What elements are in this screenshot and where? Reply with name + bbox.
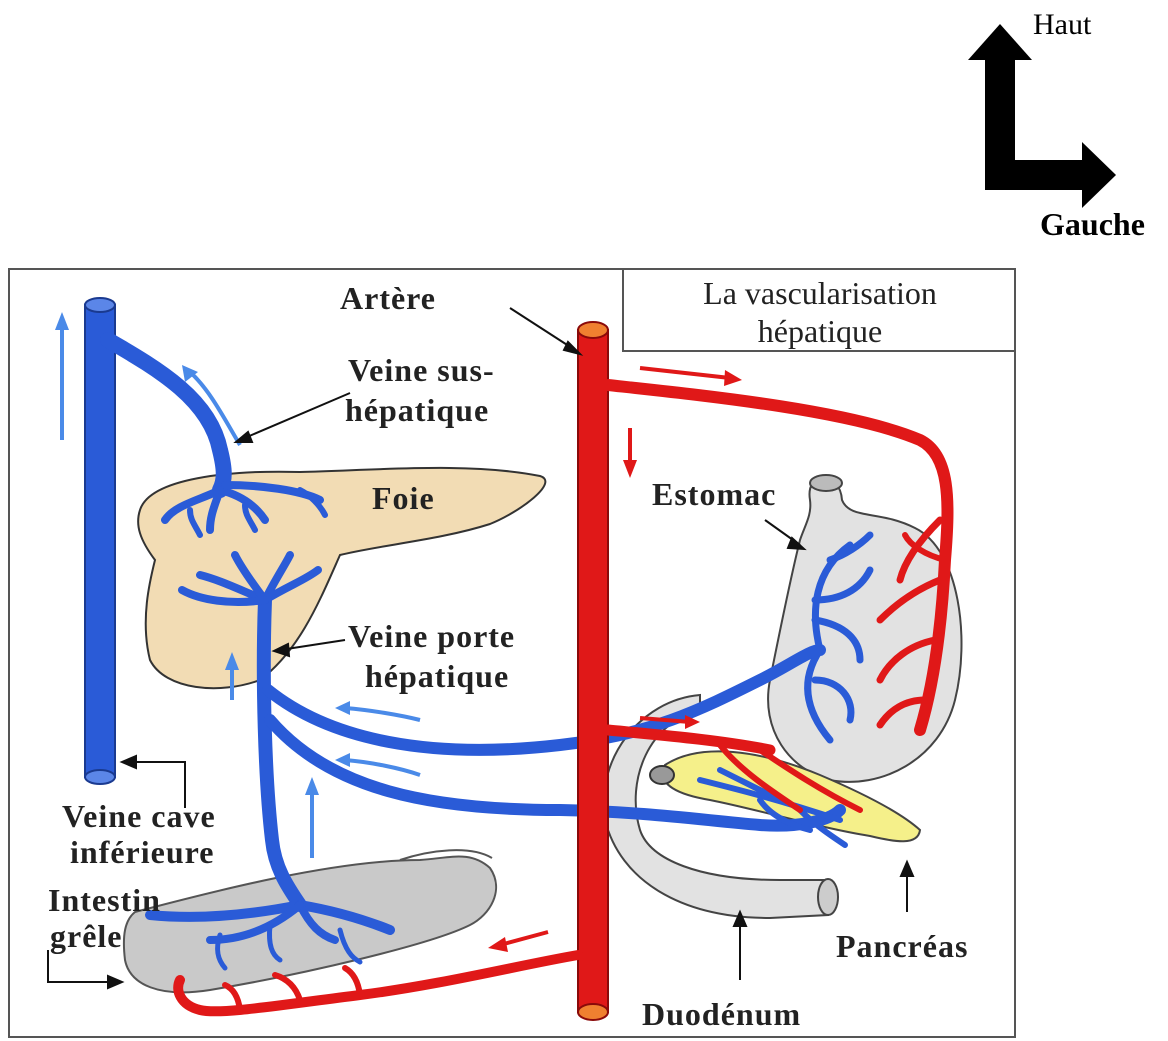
label-veine-sus-2: hépatique <box>345 392 489 429</box>
label-veine-porte-2: hépatique <box>365 658 509 695</box>
label-veine-cave-2: inférieure <box>70 834 214 871</box>
label-intestin-1: Intestin <box>48 882 161 919</box>
arterial-flow-arrows <box>488 368 742 952</box>
label-veine-sus-1: Veine sus- <box>348 352 495 389</box>
label-estomac: Estomac <box>652 476 776 513</box>
label-artere: Artère <box>340 280 436 317</box>
label-veine-cave-1: Veine cave <box>62 798 216 835</box>
label-foie: Foie <box>372 480 435 517</box>
label-pancreas: Pancréas <box>836 928 968 965</box>
label-veine-porte-1: Veine porte <box>348 618 515 655</box>
label-intestin-2: grêle <box>50 918 123 955</box>
vena-cava <box>85 305 115 777</box>
label-duodenum: Duodénum <box>642 996 801 1033</box>
artery <box>578 330 608 1012</box>
